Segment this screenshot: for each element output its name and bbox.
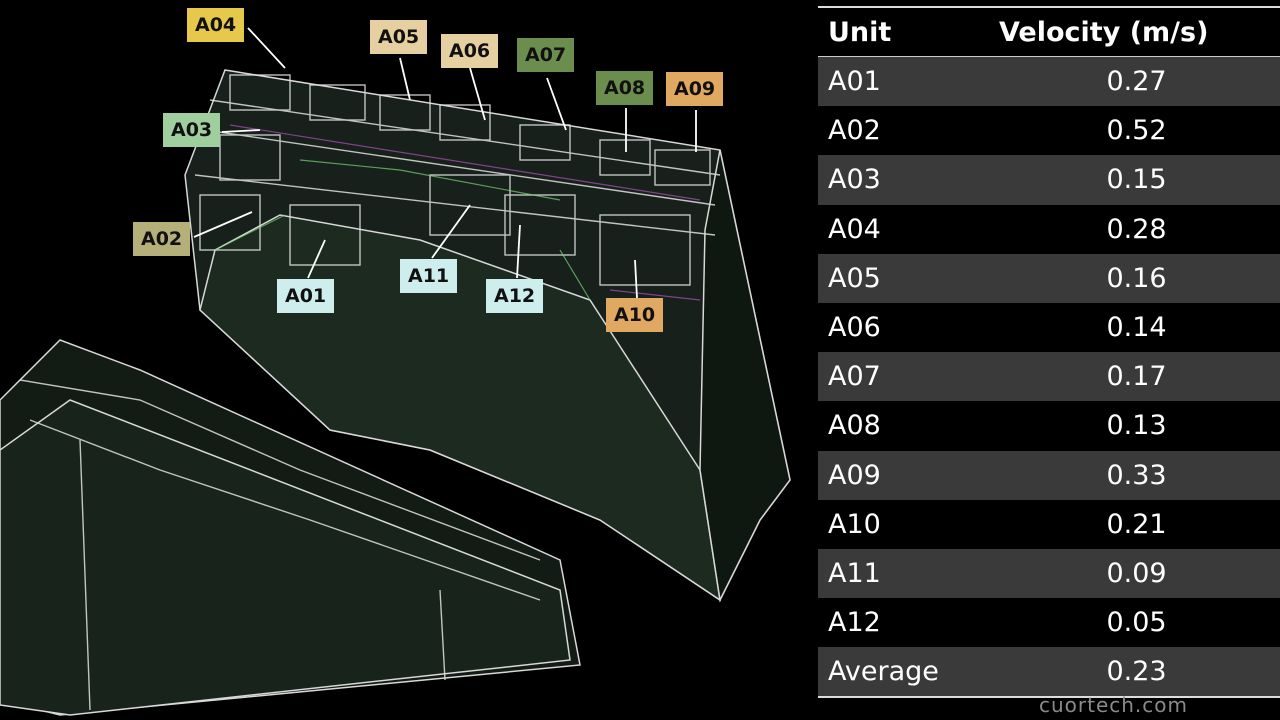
- unit-cell: A09: [818, 450, 993, 500]
- velocity-cell: 0.09: [993, 548, 1280, 599]
- unit-label-a07: A07: [517, 38, 575, 72]
- unit-label-a04: A04: [187, 8, 245, 42]
- unit-cell: A01: [818, 56, 993, 107]
- unit-cell: A05: [818, 253, 993, 303]
- unit-cell: A06: [818, 302, 993, 353]
- velocity-cell: 0.13: [993, 401, 1280, 451]
- velocity-cell: 0.14: [993, 302, 1280, 353]
- unit-label-a06: A06: [441, 34, 499, 68]
- velocity-cell: 0.27: [993, 56, 1280, 107]
- unit-cell: A12: [818, 598, 993, 648]
- unit-cell: A07: [818, 352, 993, 402]
- header-velocity: Velocity (m/s): [993, 6, 1280, 57]
- velocity-cell: 0.33: [993, 450, 1280, 500]
- unit-label-a01: A01: [277, 279, 335, 313]
- unit-cell: Average: [818, 647, 993, 699]
- unit-cell: A03: [818, 155, 993, 205]
- unit-cell: A08: [818, 401, 993, 451]
- building-model-render: [0, 27, 791, 716]
- unit-label-a09: A09: [666, 72, 724, 106]
- velocity-cell: 0.15: [993, 155, 1280, 205]
- unit-label-a11: A11: [400, 259, 458, 293]
- watermark-text: cuortech.com: [1038, 693, 1188, 717]
- header-unit: Unit: [818, 6, 993, 57]
- unit-label-a02: A02: [133, 222, 191, 256]
- velocity-cell: 0.28: [993, 204, 1280, 254]
- velocity-cell: 0.05: [993, 598, 1280, 648]
- table-header-row: Unit Velocity (m/s): [818, 6, 1280, 57]
- unit-cell: A11: [818, 548, 993, 599]
- velocity-cell: 0.17: [993, 352, 1280, 402]
- unit-label-a10: A10: [606, 298, 664, 332]
- unit-cell: A04: [818, 204, 993, 254]
- unit-label-a12: A12: [486, 279, 544, 313]
- velocity-cell: 0.21: [993, 499, 1280, 549]
- velocity-cell: 0.16: [993, 253, 1280, 303]
- unit-cell: A10: [818, 499, 993, 549]
- unit-cell: A02: [818, 106, 993, 156]
- velocity-cell: 0.52: [993, 106, 1280, 156]
- unit-label-a08: A08: [596, 71, 654, 105]
- unit-label-a05: A05: [370, 20, 428, 54]
- velocity-cell: 0.23: [993, 647, 1280, 699]
- unit-label-a03: A03: [163, 113, 221, 147]
